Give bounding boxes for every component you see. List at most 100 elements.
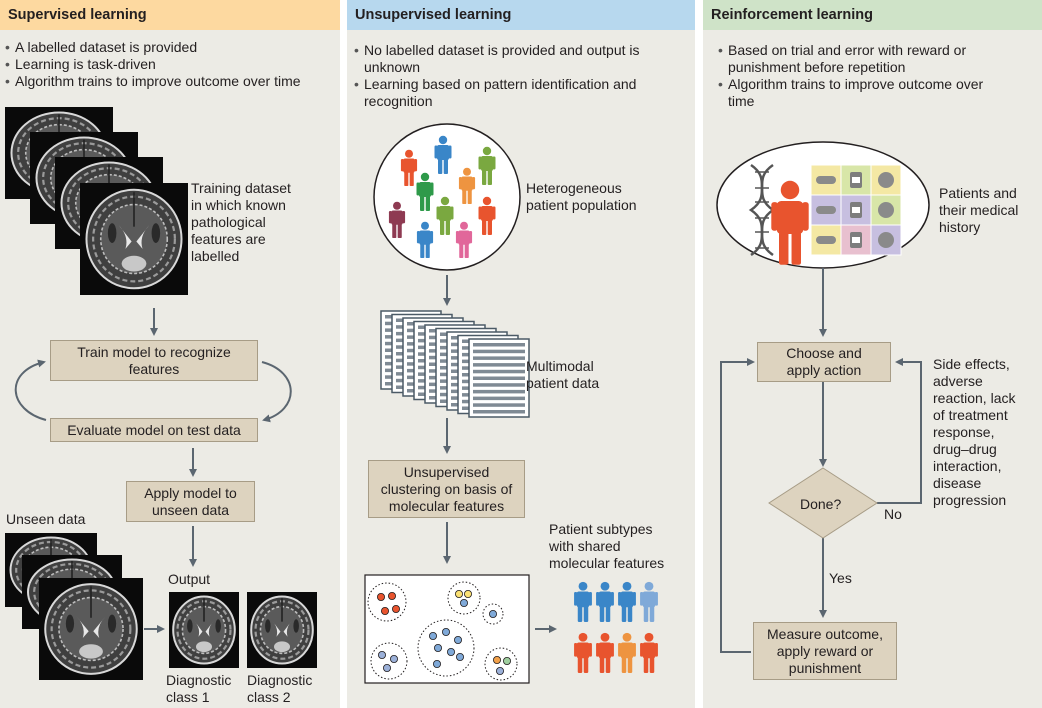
- subtype-person-icon: [574, 632, 592, 673]
- bullet-item: No labelled dataset is provided and outp…: [354, 42, 640, 76]
- subtype-person-icon: [640, 632, 658, 673]
- data-sheet: [380, 310, 442, 390]
- cluster-dot: [495, 667, 504, 676]
- unseen-brain-scan: [39, 578, 143, 680]
- unsupervised-title: Unsupervised learning: [347, 0, 695, 30]
- cluster-dot: [464, 590, 473, 599]
- population-person-icon: [434, 135, 452, 174]
- cluster-dot: [383, 664, 392, 673]
- side-effects-label: Side effects, adverse reaction, lack of …: [933, 356, 1016, 508]
- subtype-person-icon: [640, 581, 658, 622]
- subtype-person-icon: [618, 581, 636, 622]
- patient-person-icon: [771, 180, 809, 265]
- data-sheet: [435, 327, 497, 408]
- population-person-icon: [458, 167, 476, 205]
- loop-back-arrow: [720, 358, 755, 653]
- cluster-dot: [488, 610, 497, 619]
- cluster-dot: [447, 648, 456, 657]
- medical-item-icon: [870, 194, 902, 226]
- bullet-item: Learning based on pattern identification…: [354, 76, 640, 110]
- training-dataset-label: Training dataset in which known patholog…: [191, 180, 291, 264]
- population-person-icon: [478, 146, 496, 185]
- population-person-icon: [388, 201, 406, 239]
- unseen-data-label: Unseen data: [6, 511, 86, 527]
- cluster-plot: [364, 574, 530, 684]
- medical-item-icon: [810, 224, 842, 256]
- diagnostic-class-1-scan: [169, 592, 239, 668]
- medical-item-icon: [870, 224, 902, 256]
- data-sheet: [413, 320, 475, 401]
- cluster-dot: [381, 607, 390, 616]
- medical-item-icon: [840, 194, 872, 226]
- cluster-dot: [460, 599, 469, 608]
- cluster-dot: [442, 628, 451, 637]
- training-brain-scan: [80, 183, 188, 295]
- cluster-groups: [367, 581, 518, 681]
- data-sheet: [402, 317, 464, 397]
- cluster: [367, 582, 407, 622]
- population-person-icon: [416, 221, 434, 259]
- data-sheet: [457, 334, 519, 415]
- population-person-icon: [436, 196, 454, 235]
- dna-icon: [748, 163, 776, 257]
- cluster-dot: [492, 656, 501, 665]
- population-person-icon: [478, 196, 496, 235]
- medical-item-icon: [870, 164, 902, 196]
- loop-arrow-left: [14, 359, 47, 421]
- cluster: [447, 581, 481, 615]
- medical-item-icon: [810, 164, 842, 196]
- no-label: No: [884, 506, 902, 522]
- subtype-person-icon: [596, 632, 614, 673]
- medical-history-grid: [810, 164, 902, 256]
- cluster-dot: [456, 653, 465, 662]
- subtype-person-icon: [574, 581, 592, 622]
- population-people: [388, 135, 496, 259]
- population-person-icon: [455, 221, 473, 259]
- reinforcement-title: Reinforcement learning: [703, 0, 1042, 30]
- unsupervised-bullets: No labelled dataset is provided and outp…: [354, 42, 640, 110]
- data-sheet: [446, 331, 508, 411]
- reinforcement-bullets: Based on trial and error with reward orp…: [718, 42, 983, 110]
- cluster: [484, 647, 518, 681]
- cluster-dot: [429, 632, 438, 641]
- population-person-icon: [400, 149, 418, 187]
- cluster-dot: [433, 660, 442, 669]
- cluster: [370, 642, 408, 680]
- cluster-dot: [454, 636, 463, 645]
- done-label: Done?: [800, 496, 842, 512]
- subtype-person-icon: [618, 632, 636, 673]
- unsupervised-panel: Unsupervised learning No labelled datase…: [347, 0, 695, 708]
- patient-subtype-people: [574, 581, 658, 673]
- loop-arrow-right: [261, 361, 292, 423]
- cluster-dot: [390, 655, 399, 664]
- subtype-person-icon: [596, 581, 614, 622]
- bullet-item: A labelled dataset is provided: [5, 39, 301, 56]
- multimodal-data-sheets: [380, 310, 530, 418]
- cluster: [417, 619, 475, 677]
- cluster-dot: [455, 590, 464, 599]
- data-sheet: [424, 324, 486, 404]
- bullet-item: Algorithm trains to improve outcome over…: [718, 76, 983, 110]
- cluster-dot: [376, 593, 385, 602]
- data-sheet: [391, 313, 453, 394]
- reinforcement-panel: Reinforcement learning Based on trial an…: [703, 0, 1042, 708]
- diagnostic-class-2-scan: [247, 592, 317, 668]
- medical-item-icon: [840, 164, 872, 196]
- data-sheet: [468, 338, 530, 418]
- cluster-dot: [434, 644, 443, 653]
- cluster-dot: [392, 605, 401, 614]
- evaluate-model-box: Evaluate model on test data: [50, 418, 258, 442]
- output-label: Output: [168, 571, 211, 587]
- population-circle: [373, 123, 521, 271]
- supervised-panel: Supervised learning A labelled dataset i…: [0, 0, 340, 708]
- cluster: [482, 603, 504, 625]
- yes-label: Yes: [829, 570, 852, 586]
- no-feedback-arrow: [877, 358, 922, 504]
